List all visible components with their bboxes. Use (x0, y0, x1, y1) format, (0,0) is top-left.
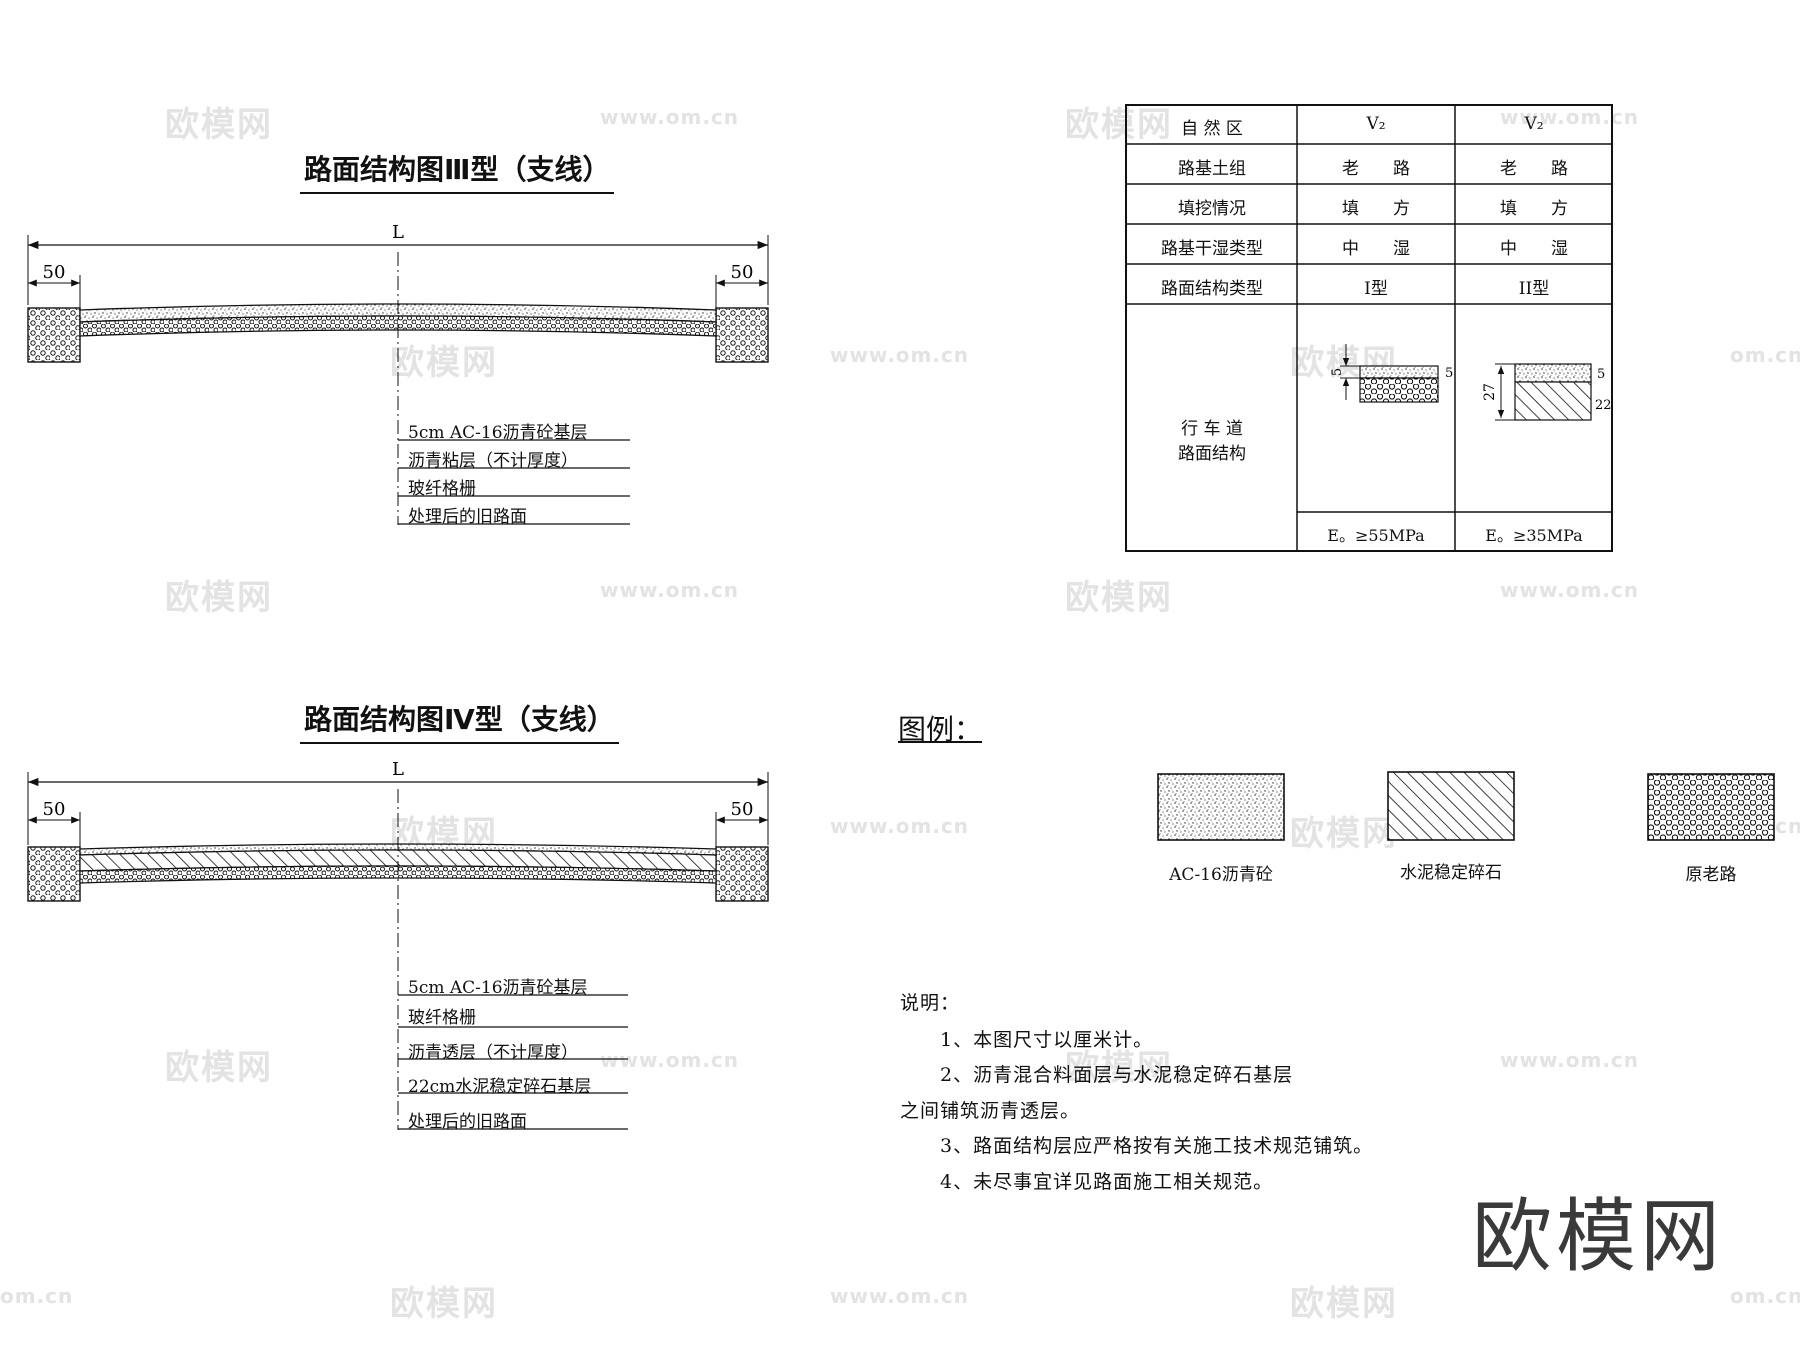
type2-total-dim: 27 (1482, 383, 1498, 401)
section3-diagram: L 50 50 (27, 222, 769, 525)
type1-asphalt-layer (1359, 365, 1439, 379)
section4-title: 路面结构图Ⅳ型（支线） (300, 698, 619, 744)
watermark-logo-text: 欧模网 (165, 1048, 273, 1088)
watermark-url: www.om.cn (600, 105, 740, 129)
legend-swatch-old-road (1647, 773, 1775, 841)
curb-right (715, 307, 769, 363)
section3-layer-4: 处理后的旧路面 (408, 507, 527, 527)
legend-swatches (1157, 771, 1775, 841)
watermark-logo-text: 欧模网 (1065, 105, 1173, 145)
section3-title: 路面结构图Ⅲ型（支线） (300, 148, 615, 194)
section4-layer-3: 沥青透层（不计厚度） (408, 1043, 578, 1063)
section4-diagram: L 50 50 (27, 759, 769, 1130)
watermark-url: www.om.cn (1500, 578, 1640, 602)
dim-left-label: 50 (43, 262, 66, 283)
dim-right-label: 50 (731, 262, 754, 283)
watermark-logo-text: 欧模网 (165, 105, 273, 145)
watermark-logo-text: 欧模网 (165, 578, 273, 618)
table-modulus-1: E。≥55MPa (1327, 526, 1425, 545)
watermark-url: om.cn (1730, 1284, 1800, 1308)
table-modulus-2: E。≥35MPa (1485, 526, 1583, 545)
table-structure-label: 行 车 道 (1181, 419, 1243, 439)
table-cell: 中 湿 (1500, 239, 1568, 259)
dim-left-label: 50 (43, 799, 66, 820)
watermark-url: www.om.cn (830, 343, 970, 367)
table-row-label: 自 然 区 (1181, 119, 1243, 139)
type2-top-dim: 5 (1597, 367, 1605, 382)
section4-layer-2: 玻纤格栅 (408, 1008, 476, 1028)
watermark-url: www.om.cn (1500, 105, 1640, 129)
curb-left (27, 846, 81, 902)
table-cell: 老 路 (1500, 159, 1568, 179)
watermark-logo-text: 欧模网 (390, 1284, 498, 1324)
table-row-label: 填挖情况 (1178, 199, 1246, 219)
table-cell: V₂ (1524, 114, 1544, 134)
dim-L-label: L (392, 759, 404, 780)
table-cell: II型 (1518, 279, 1550, 299)
watermark-logo-text: 欧模网 (390, 343, 498, 383)
note-line: 之间铺筑沥青透层。 (900, 1100, 1081, 1122)
table-cell: 填 方 (1342, 199, 1410, 219)
type2-bottom-dim: 22 (1595, 398, 1612, 413)
curb-right (715, 846, 769, 902)
type1-old-road-layer (1359, 377, 1439, 403)
table-structure-label: 路面结构 (1178, 444, 1246, 464)
table-row-label: 路基干湿类型 (1161, 239, 1263, 259)
section3-layer-2: 沥青粘层（不计厚度） (408, 451, 578, 471)
watermark-url: www.om.cn (600, 578, 740, 602)
watermark-url: www.om.cn (830, 814, 970, 838)
legend-label-old-road: 原老路 (1685, 865, 1737, 885)
pavement-table-grid: 5 5 27 5 22 (1125, 104, 1613, 552)
type2-asphalt-layer (1514, 363, 1592, 383)
watermark-logo-text: 欧模网 (1290, 1284, 1398, 1324)
watermark-logo-text: 欧模网 (1065, 578, 1173, 618)
watermark-url: www.om.cn (830, 1284, 970, 1308)
table-cell: 中 湿 (1342, 239, 1410, 259)
table-row-label: 路基土组 (1178, 159, 1246, 179)
watermark-url: om.cn (1730, 343, 1800, 367)
table-cell: 填 方 (1500, 199, 1568, 219)
section3-layer-3: 玻纤格栅 (408, 479, 476, 499)
table-row-label: 路面结构类型 (1161, 279, 1263, 299)
section4-layer-1: 5cm AC-16沥青砼基层 (408, 978, 588, 998)
type1-top-dim: 5 (1330, 368, 1345, 376)
site-logo: 欧模网 (1472, 1190, 1724, 1283)
watermark-logo-text: 欧模网 (1065, 1048, 1173, 1088)
watermark-url: om.cn (0, 1284, 74, 1308)
table-cell: 老 路 (1342, 159, 1410, 179)
type1-layer-dim: 5 (1445, 366, 1453, 381)
dim-right-label: 50 (731, 799, 754, 820)
dim-L-label: L (392, 222, 404, 243)
note-line: 4、未尽事宜详见路面施工相关规范。 (940, 1171, 1274, 1193)
note-line: 3、路面结构层应严格按有关施工技术规范铺筑。 (940, 1135, 1374, 1157)
table-cell: I型 (1364, 279, 1388, 299)
watermark-url: www.om.cn (600, 1048, 740, 1072)
section3-layer-1: 5cm AC-16沥青砼基层 (408, 423, 588, 443)
section4-layer-4: 22cm水泥稳定碎石基层 (408, 1077, 592, 1097)
legend-title: 图例： (898, 713, 983, 746)
type2-cement-layer (1514, 381, 1592, 421)
watermark-url: www.om.cn (1500, 1048, 1640, 1072)
table-cell: V₂ (1366, 114, 1386, 134)
curb-left (27, 307, 81, 363)
legend-label-cement: 水泥稳定碎石 (1400, 863, 1502, 883)
legend-swatch-cement (1387, 771, 1515, 841)
note-line: 1、本图尺寸以厘米计。 (940, 1029, 1154, 1051)
legend-swatch-asphalt (1157, 773, 1285, 841)
section4-layer-5: 处理后的旧路面 (408, 1112, 527, 1132)
legend-label-asphalt: AC-16沥青砼 (1169, 865, 1273, 885)
watermark-logo-text: 欧模网 (1290, 814, 1398, 854)
note-line: 2、沥青混合料面层与水泥稳定碎石基层 (940, 1064, 1294, 1086)
notes-title: 说明： (900, 992, 961, 1014)
